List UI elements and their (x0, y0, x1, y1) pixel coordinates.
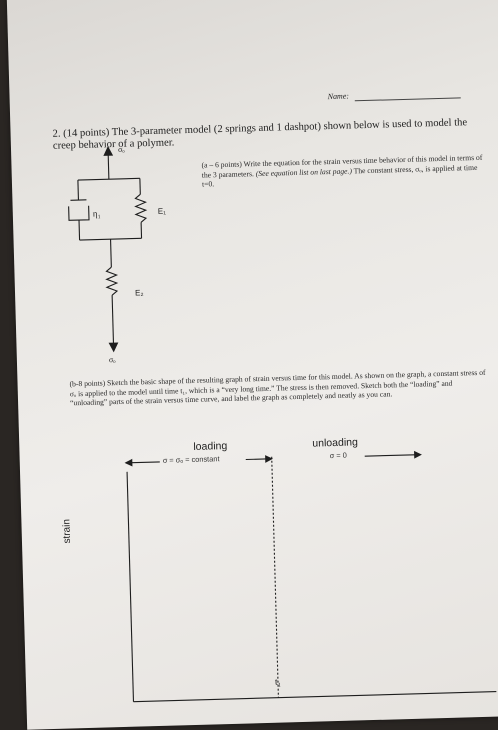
eta-label: η₁ (93, 208, 101, 218)
strain-axis-label: strain (61, 519, 73, 544)
bottom-stress-arrowhead (109, 343, 117, 351)
unloading-arrowhead (415, 452, 421, 458)
dashpot-line-bottom (79, 220, 80, 240)
dashpot-cylinder (69, 206, 89, 221)
t1-dashed-line (272, 457, 279, 698)
loading-subtitle: σ = σₒ = constant (163, 454, 220, 465)
t1-label: t₁ (275, 677, 282, 688)
unloading-arrow (365, 455, 415, 456)
bottom-stress-arrow-shaft (112, 295, 114, 349)
unloading-subtitle: σ = 0 (330, 451, 347, 460)
loading-arrowhead-left (126, 460, 132, 466)
spring2-line-top (111, 239, 112, 267)
e2-label: E₂ (135, 288, 144, 297)
drawing-layer (6, 0, 498, 730)
sigma-bottom-label: σₒ (109, 355, 116, 364)
loading-arrow-left (132, 462, 160, 463)
spring-e1 (135, 194, 146, 222)
loading-arrow-right (246, 459, 266, 460)
e1-label: E₁ (158, 207, 166, 216)
graph-x-axis (133, 692, 496, 702)
spring-e2 (106, 267, 117, 295)
top-stress-arrowhead (104, 147, 112, 155)
dashpot-line-top (78, 180, 79, 200)
loading-arrowhead-right (266, 456, 272, 462)
sigma-top-label: σₒ (118, 145, 125, 154)
loading-title: loading (193, 440, 227, 453)
graph-y-axis (127, 472, 133, 702)
paper-sheet: Name: 2. (14 points) The 3-parameter mod… (6, 0, 498, 730)
unloading-title: unloading (312, 436, 358, 449)
